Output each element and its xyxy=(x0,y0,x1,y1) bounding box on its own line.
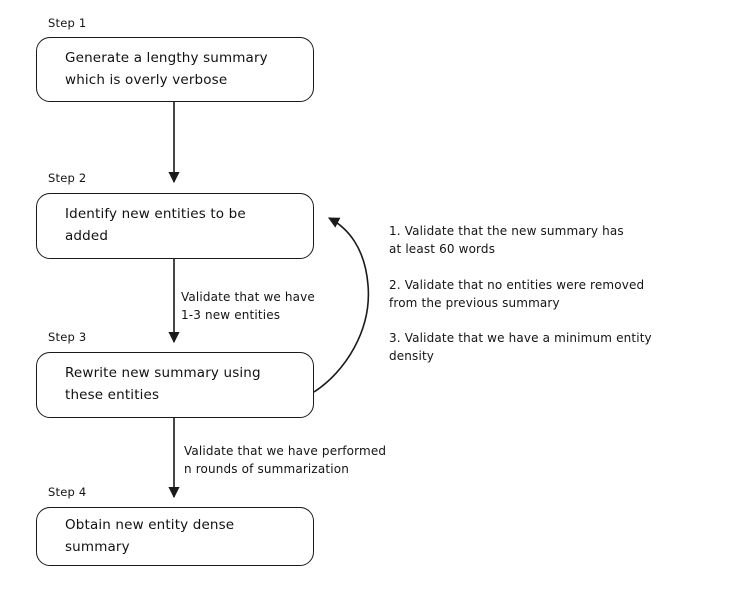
edge-label-rounds: Validate that we have performed n rounds… xyxy=(184,444,387,476)
node-step-2-text: Identify new entities to be added xyxy=(65,206,246,244)
node-step-3[interactable]: Rewrite new summary using these entities xyxy=(36,352,314,418)
node-step-4-text: Obtain new entity dense summary xyxy=(65,516,235,555)
node-step-1[interactable]: Generate a lengthy summary which is over… xyxy=(36,37,314,102)
note-validation-3: 3. Validate that we have a minimum entit… xyxy=(389,331,652,364)
node-step-1-text: Generate a lengthy summary which is over… xyxy=(65,49,268,88)
node-step-4[interactable]: Obtain new entity dense summary xyxy=(36,507,314,566)
step-label-4: Step 4 xyxy=(48,485,87,499)
step-label-2: Step 2 xyxy=(48,171,87,185)
edge-label-entities: Validate that we have 1-3 new entities xyxy=(181,290,315,322)
edge-feedback-loop xyxy=(313,217,370,393)
note-validation-2: 2. Validate that no entities were remove… xyxy=(389,278,645,311)
node-step-2[interactable]: Identify new entities to be added xyxy=(36,193,314,259)
step-label-3: Step 3 xyxy=(48,330,87,344)
note-validation-1: 1. Validate that the new summary has at … xyxy=(389,224,624,257)
node-step-3-text: Rewrite new summary using these entities xyxy=(65,365,261,403)
step-label-1: Step 1 xyxy=(48,16,87,30)
